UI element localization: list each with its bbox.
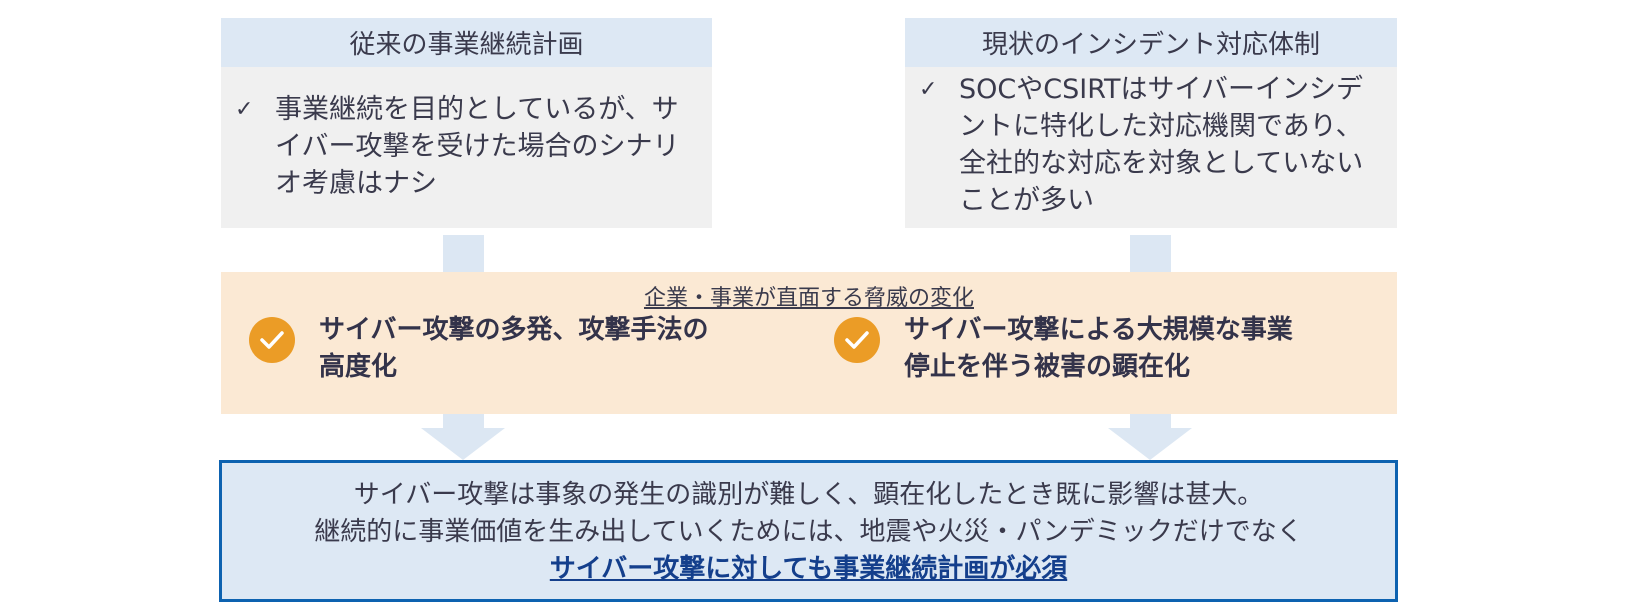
bullet-line: ントに特化した対応機関であり、: [959, 111, 1363, 142]
bullet-line: 全社的な対応を対象としていない: [959, 148, 1364, 179]
right-down-arrow-icon: [1108, 414, 1192, 460]
threat-line: 停止を伴う被害の顕在化: [904, 352, 1191, 382]
right-connector-arrow-stem: [1130, 235, 1171, 272]
right-card-bullet: ✓ SOCやCSIRTはサイバーインシデ ントに特化した対応機関であり、 全社的…: [905, 71, 1397, 219]
left-down-arrow-icon: [421, 414, 505, 460]
bullet-line: オ考慮はナシ: [275, 168, 437, 199]
left-connector-arrow-stem: [443, 235, 484, 272]
conclusion-emphasis: サイバー攻撃に対しても事業継続計画が必須: [549, 554, 1068, 584]
bullet-line: SOCやCSIRTはサイバーインシデ: [959, 74, 1363, 105]
threat-band: 企業・事業が直面する脅威の変化 サイバー攻撃の多発、攻撃手法の 高度化 サイバー…: [221, 272, 1397, 414]
left-card-title: 従来の事業継続計画: [221, 18, 712, 67]
check-circle-icon: [249, 317, 295, 363]
check-circle-icon: [834, 317, 880, 363]
conclusion-line-2: 継続的に事業価値を生み出していくためには、地震や火災・パンデミックだけでなく: [314, 517, 1303, 547]
threat-item-2: サイバー攻撃による大規模な事業 停止を伴う被害の顕在化: [834, 312, 1293, 386]
bullet-line: 事業継続を目的としているが、サ: [275, 94, 679, 125]
bullet-line: ことが多い: [959, 185, 1094, 216]
threat-line: 高度化: [319, 352, 398, 382]
checkmark-icon: ✓: [919, 77, 938, 102]
threat-line: サイバー攻撃による大規模な事業: [904, 315, 1293, 345]
conclusion-line-1: サイバー攻撃は事象の発生の識別が難しく、顕在化したとき既に影響は甚大。: [353, 480, 1264, 510]
conclusion-box: サイバー攻撃は事象の発生の識別が難しく、顕在化したとき既に影響は甚大。 継続的に…: [219, 460, 1398, 602]
left-card-bullet: ✓ 事業継続を目的としているが、サ イバー攻撃を受けた場合のシナリ オ考慮はナシ: [221, 91, 712, 202]
right-card-body: ✓ SOCやCSIRTはサイバーインシデ ントに特化した対応機関であり、 全社的…: [905, 67, 1397, 228]
left-card-body: ✓ 事業継続を目的としているが、サ イバー攻撃を受けた場合のシナリ オ考慮はナシ: [221, 67, 712, 228]
threat-band-title: 企業・事業が直面する脅威の変化: [643, 286, 974, 311]
right-card-title: 現状のインシデント対応体制: [905, 18, 1397, 67]
left-card: 従来の事業継続計画 ✓ 事業継続を目的としているが、サ イバー攻撃を受けた場合の…: [221, 18, 712, 228]
bullet-line: イバー攻撃を受けた場合のシナリ: [275, 131, 680, 162]
threat-line: サイバー攻撃の多発、攻撃手法の: [319, 315, 709, 345]
right-card: 現状のインシデント対応体制 ✓ SOCやCSIRTはサイバーインシデ ントに特化…: [905, 18, 1397, 228]
checkmark-icon: ✓: [235, 97, 254, 122]
threat-item-1: サイバー攻撃の多発、攻撃手法の 高度化: [249, 312, 708, 386]
